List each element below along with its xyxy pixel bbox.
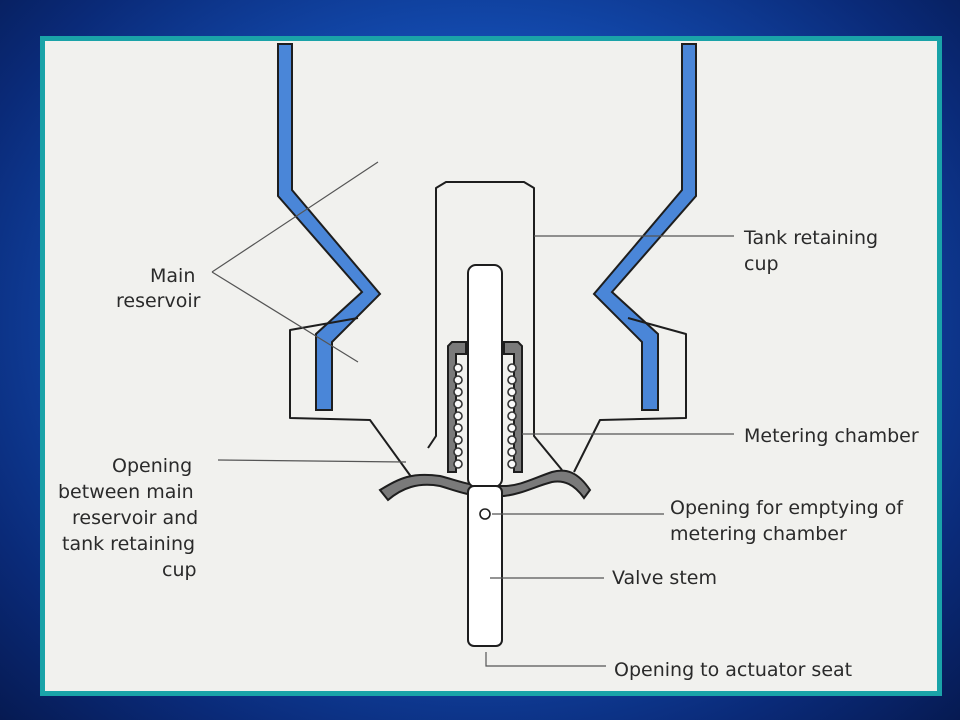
label-tank-cup-1: Tank retaining [743,227,878,249]
label-opening-emptying-1: Opening for emptying of [670,497,904,519]
spring-coils-left [453,363,463,469]
gasket [378,469,592,502]
housing-outline-right [573,317,687,473]
label-valve-stem: Valve stem [612,567,717,589]
valve-stem-upper [467,264,503,488]
leader-main-reservoir [211,161,379,363]
label-main-reservoir-2: reservoir [116,290,201,312]
emptying-orifice [479,508,491,520]
label-metering-chamber: Metering chamber [744,425,919,447]
label-opening-between-5: cup [162,559,197,581]
leader-actuator [485,652,606,667]
metering-chamber-cap-left [447,341,467,473]
label-opening-between-1: Opening [112,455,192,477]
left-reservoir-wall [277,43,382,411]
label-opening-between-3: reservoir and [72,507,198,529]
valve-stem [467,485,503,647]
housing-outline [289,317,413,479]
label-opening-between-4: tank retaining [62,533,195,555]
leader-opening-between [217,459,407,463]
label-main-reservoir-1: Main [150,265,195,287]
metering-chamber-cap-right [503,341,523,473]
label-opening-between-2: between main [58,481,194,503]
label-tank-cup-2: cup [744,253,779,275]
right-reservoir-wall [592,43,697,411]
tank-retaining-cup [427,181,563,471]
label-opening-emptying-2: metering chamber [670,523,847,545]
label-opening-actuator: Opening to actuator seat [614,659,852,681]
spring-coils-right [507,363,517,469]
